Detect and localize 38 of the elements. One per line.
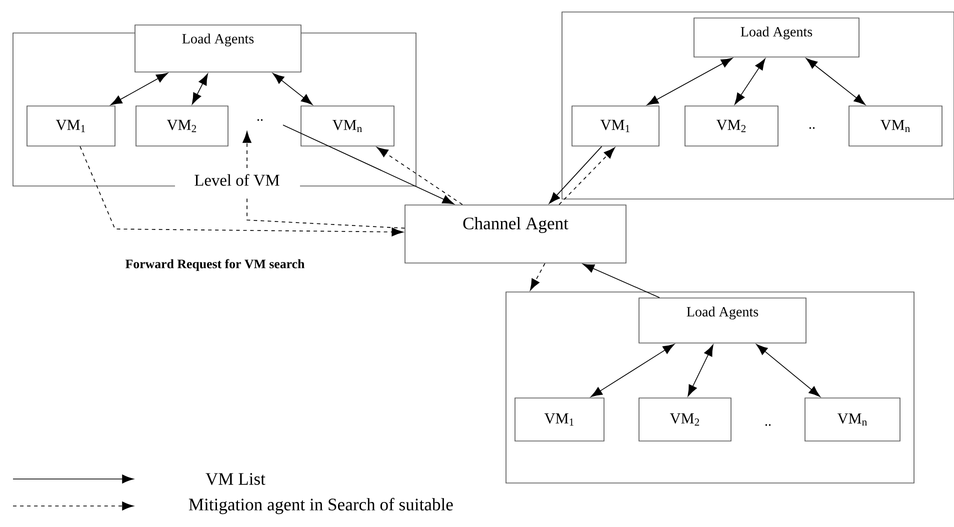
arrow	[734, 58, 766, 105]
vm-box: VM$_{1}$	[514, 398, 604, 442]
arrow	[242, 131, 405, 229]
group-box	[562, 12, 954, 200]
vm-box: VM$_{n}$	[848, 106, 942, 146]
arrow	[688, 344, 714, 396]
ellipsis: ..	[809, 127, 815, 129]
arrow	[110, 72, 168, 106]
arrow	[558, 147, 616, 205]
vm-box: VM$_{2}$	[136, 106, 228, 146]
arrow	[756, 344, 820, 397]
arrow	[192, 74, 208, 104]
vm-box: VM$_{n}$	[300, 106, 394, 146]
arrow	[590, 344, 674, 398]
vm-box: VM$_{n}$	[804, 398, 900, 442]
arrow	[282, 124, 454, 204]
agent-box: Channel Agent	[404, 204, 626, 264]
vm-box: VM$_{2}$	[684, 106, 778, 146]
agent-box: Load Agents	[638, 298, 806, 344]
group-box	[506, 292, 914, 484]
ellipsis: ..	[765, 424, 771, 426]
arrow	[582, 264, 660, 298]
vm-box: VM$_{1}$	[572, 106, 660, 146]
vm-box: VM$_{1}$	[26, 106, 116, 146]
vm-box: VM$_{2}$	[638, 398, 732, 442]
arrow	[548, 146, 602, 204]
arrow	[646, 58, 733, 106]
arrow	[80, 146, 404, 236]
arrow	[376, 146, 463, 205]
agent-box: Load Agents	[134, 24, 302, 72]
legend-label: VM List	[206, 473, 266, 485]
ellipsis: ..	[257, 119, 263, 121]
legend-label: Mitigation agent in Search of suitable	[188, 498, 453, 514]
arrow	[806, 58, 866, 105]
arrow	[530, 263, 546, 290]
agent-box: Load Agents	[694, 18, 860, 58]
note: Forward Request for VM search	[126, 259, 304, 271]
arrow	[272, 73, 313, 105]
